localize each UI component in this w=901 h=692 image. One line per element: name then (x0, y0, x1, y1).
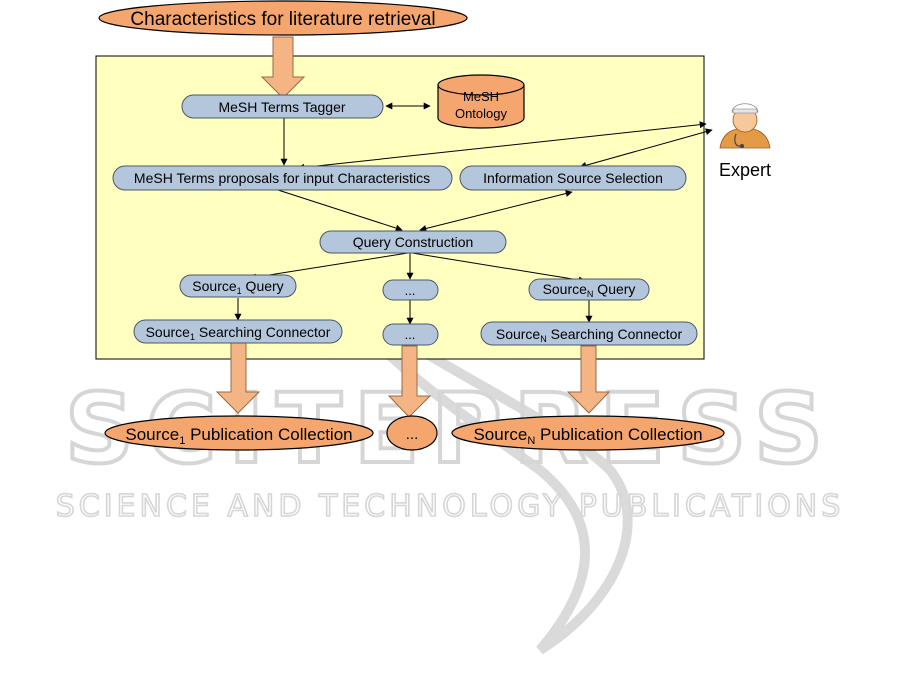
input-ellipse (98, 0, 468, 36)
watermark: SCITEPRESS SCIENCE AND TECHNOLOGY PUBLIC… (55, 286, 845, 655)
svg-text:Source1 Query: Source1 Query (192, 278, 283, 296)
node-middle-query: ... (382, 279, 439, 301)
node-source1-connector: Source1 Searching Connector (133, 319, 343, 344)
watermark-small: SCIENCE AND TECHNOLOGY PUBLICATIONS (56, 489, 845, 524)
expert-label: Expert (719, 160, 771, 180)
sourceN-output-arrow (566, 345, 611, 414)
node-query-construction: Query Construction (319, 230, 507, 254)
svg-text:...: ... (406, 426, 419, 443)
output-sourceN-collection: SourceN Publication Collection (451, 415, 725, 451)
proposals-to-query (277, 189, 403, 232)
node-tagger: MeSH Terms Tagger (181, 94, 384, 119)
svg-text:SourceN Publication Collection: SourceN Publication Collection (473, 425, 702, 447)
svg-text:...: ... (405, 283, 416, 298)
query-to-sourceN (411, 252, 586, 284)
mesh-ontology-database-icon: MeSH Ontology (437, 74, 525, 129)
watermark-swoosh (325, 286, 633, 655)
svg-text:MeSH Terms Tagger: MeSH Terms Tagger (218, 99, 345, 115)
input-label: Characteristics for literature retrieval (130, 9, 435, 30)
output-middle-collection: ... (386, 415, 438, 451)
ontology-line2: Ontology (455, 106, 508, 121)
query-to-source1 (249, 252, 409, 281)
node-source-selection: Information Source Selection (459, 165, 687, 191)
selection-query-link (419, 190, 573, 232)
output-source1-collection: Source1 Publication Collection (104, 415, 374, 451)
source1-output-arrow (215, 342, 261, 414)
node-source1-query: Source1 Query (179, 274, 297, 298)
node-proposals: MeSH Terms proposals for input Character… (112, 165, 453, 191)
middle-output-arrow (387, 345, 432, 418)
svg-text:SourceN Searching Connector: SourceN Searching Connector (496, 326, 683, 344)
expert-selection-link (579, 128, 713, 169)
node-sourceN-query: SourceN Query (528, 278, 650, 301)
svg-text:Query Construction: Query Construction (353, 234, 474, 250)
svg-text:MeSH Terms proposals for input: MeSH Terms proposals for input Character… (134, 170, 430, 186)
expert-doctor-icon (719, 103, 771, 149)
node-middle-connector: ... (382, 323, 439, 346)
svg-text:Source1 Searching Connector: Source1 Searching Connector (146, 324, 331, 342)
input-flow-arrow (260, 36, 306, 99)
ontology-line1: MeSH (463, 89, 499, 104)
node-sourceN-connector: SourceN Searching Connector (480, 321, 698, 346)
svg-text:Information Source Selection: Information Source Selection (483, 170, 663, 186)
svg-text:...: ... (405, 327, 416, 342)
svg-text:Source1 Publication Collection: Source1 Publication Collection (125, 425, 352, 447)
connectors (234, 102, 713, 325)
svg-text:SourceN Query: SourceN Query (543, 281, 636, 299)
